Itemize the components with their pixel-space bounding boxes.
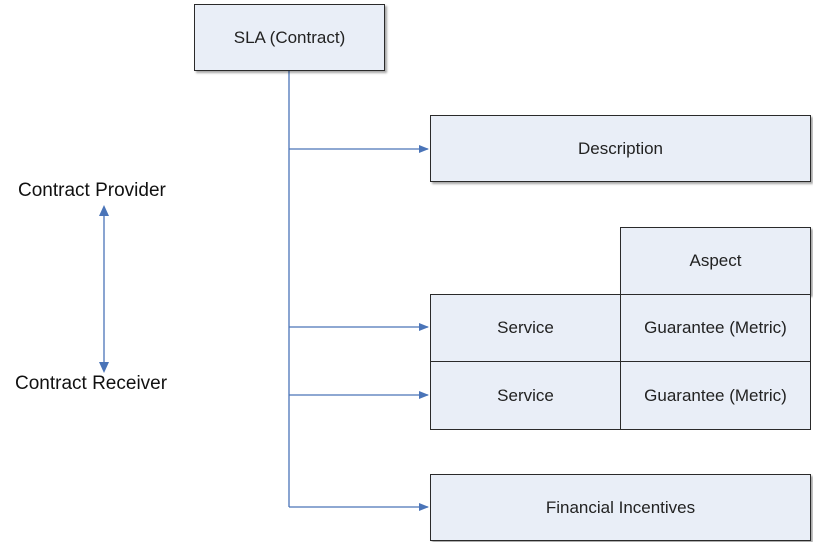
service-label: Service: [497, 318, 554, 337]
financial-incentives-label: Financial Incentives: [545, 497, 696, 517]
financial-incentives-box: Financial Incentives: [430, 474, 811, 541]
service-cell-row-2: Service: [430, 361, 621, 430]
service-label: Service: [497, 385, 554, 405]
description-box: Description: [430, 115, 811, 182]
guarantee-label: Guarantee (Metric): [644, 318, 787, 337]
description-label: Description: [577, 138, 664, 158]
aspect-header-cell: Aspect: [620, 227, 811, 295]
sla-contract-box: SLA (Contract): [194, 4, 385, 71]
guarantee-cell-row-1: Guarantee (Metric): [620, 294, 811, 362]
role-arrow-up-head: [99, 205, 109, 216]
guarantee-label: Guarantee (Metric): [644, 385, 787, 405]
guarantee-cell-row-2: Guarantee (Metric): [620, 361, 811, 430]
aspect-header-label: Aspect: [689, 251, 742, 270]
service-cell-row-1: Service: [430, 294, 621, 362]
contract-provider-label: Contract Provider: [18, 180, 166, 201]
role-arrow-down-head: [99, 362, 109, 373]
sla-contract-label: SLA (Contract): [233, 27, 346, 47]
contract-receiver-label: Contract Receiver: [15, 373, 168, 394]
